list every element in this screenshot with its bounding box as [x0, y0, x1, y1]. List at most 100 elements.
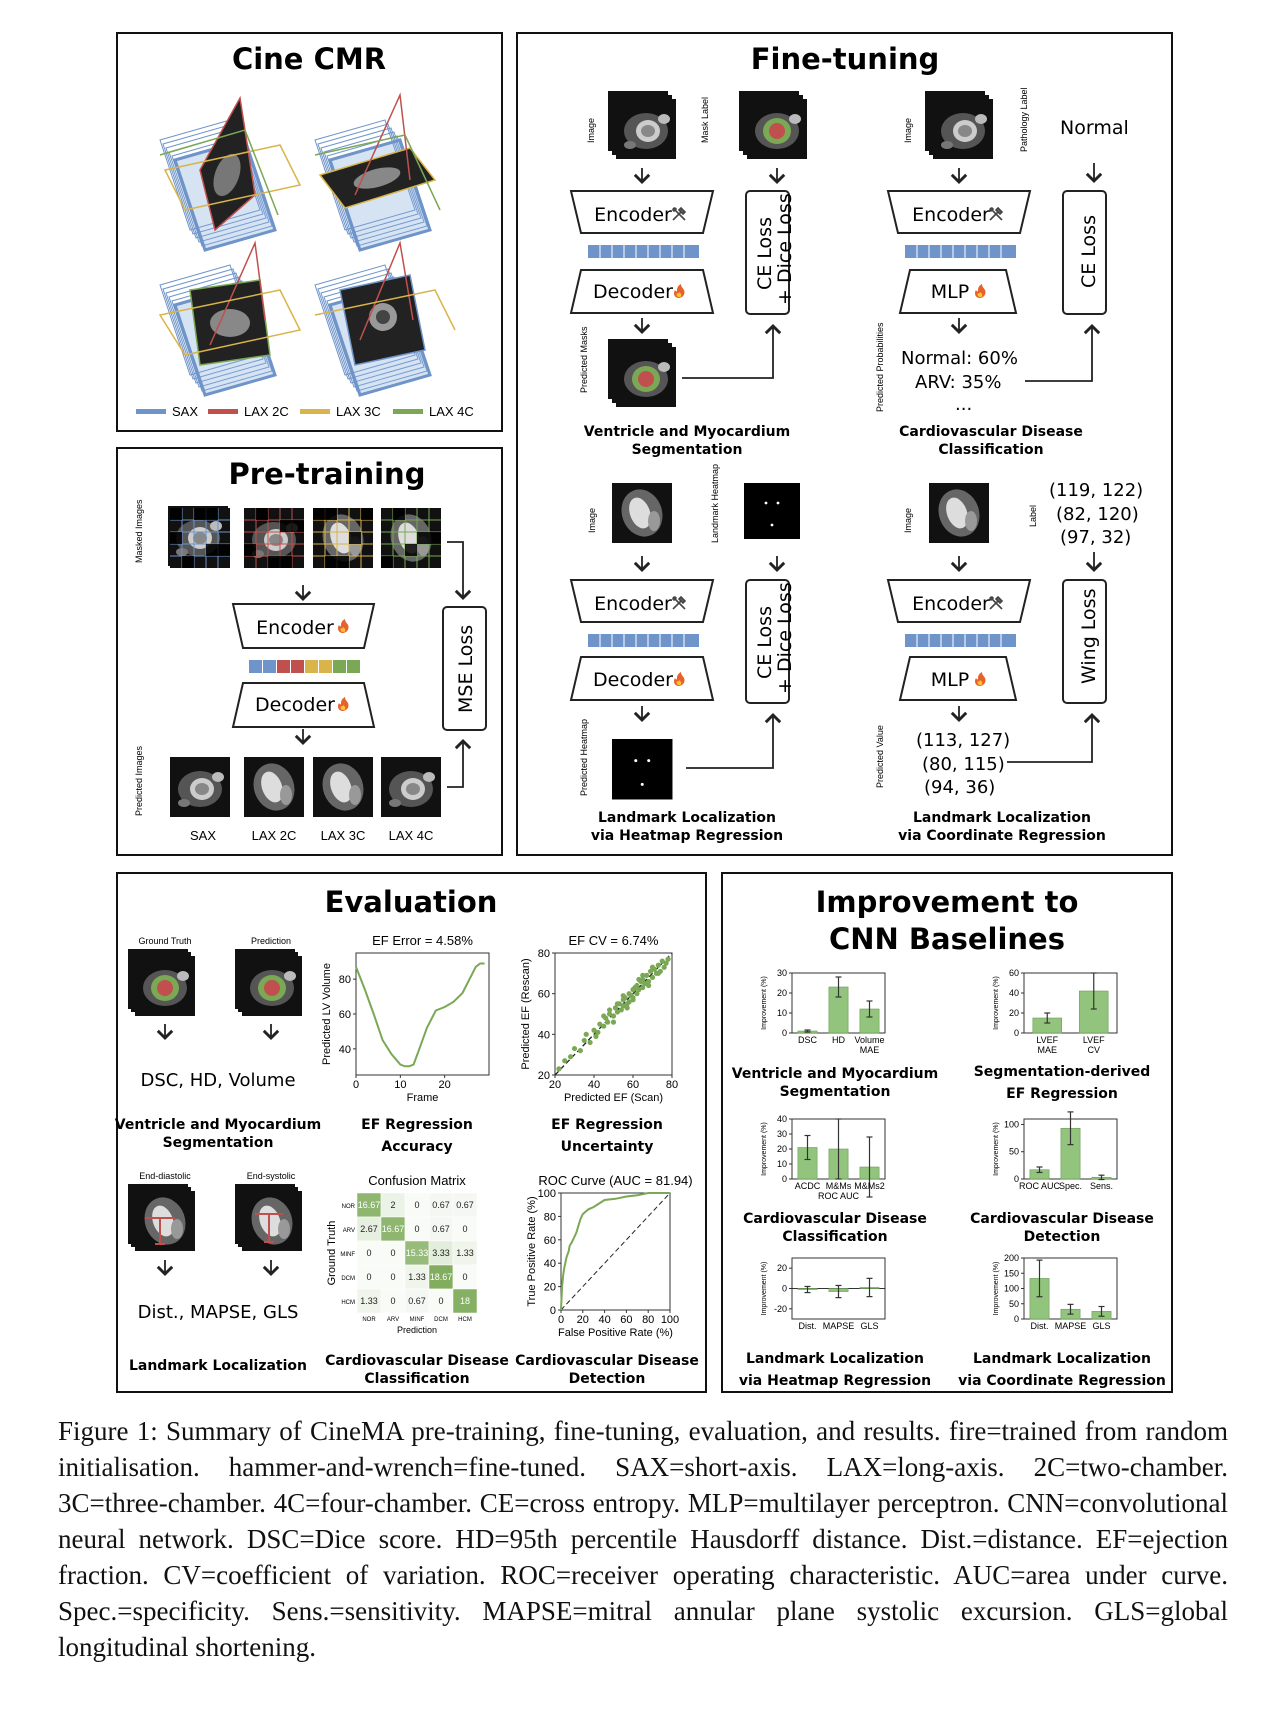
scatter-point: [640, 984, 646, 991]
y-tick-label: 100: [1004, 1284, 1019, 1294]
y-axis-label: Improvement (%): [761, 976, 768, 1030]
cm-cell: [404, 1216, 430, 1242]
y-tick-label: 50: [1009, 1147, 1019, 1157]
cm-cell: [380, 1216, 406, 1242]
cm-cell: [428, 1288, 454, 1314]
cm-value: 18: [460, 1296, 470, 1306]
cm-col-label: MINF: [410, 1317, 425, 1323]
ft-segmentation: Image Mask Label Encoder Decoder CE Loss…: [569, 91, 807, 458]
ef-line: [355, 962, 485, 1068]
x-tick-label: 20: [439, 1079, 451, 1091]
improvement-panel: Improvement to CNN Baselines 0102030Impr…: [721, 872, 1173, 1393]
x-tick-label: 20: [549, 1079, 561, 1091]
x-tick-label: LVEF: [1083, 1035, 1105, 1045]
scatter-point: [571, 1045, 578, 1052]
landmark-metrics: Dist., MAPSE, GLS: [138, 1302, 299, 1323]
cm-value: 0: [390, 1272, 395, 1282]
es-label: End-systolic: [247, 1171, 296, 1181]
cm-value: 3.33: [432, 1248, 450, 1258]
cm-cell: [452, 1288, 478, 1314]
image-label: Image: [586, 118, 596, 143]
masked-images: [168, 506, 441, 568]
x-tick-label: M&Ms: [826, 1181, 852, 1191]
x-tick-label: 80: [642, 1314, 654, 1326]
x-tick-label: MAE: [860, 1045, 880, 1055]
pretrain-decoder-label: Decoder: [255, 694, 335, 716]
seg-caption: Segmentation: [632, 442, 743, 458]
predicted-images: [170, 757, 441, 817]
x-tick-label: 60: [627, 1079, 639, 1091]
image-label: Image: [903, 508, 913, 533]
improvement-title: CNN Baselines: [829, 922, 1065, 956]
cm-cell: [356, 1240, 382, 1266]
cm-value: 0: [390, 1296, 395, 1306]
impr-caption: via Heatmap Regression: [739, 1373, 931, 1389]
y-axis-label: Predicted EF (Rescan): [520, 958, 532, 1069]
cm-value: 0: [414, 1200, 419, 1210]
token-row: [249, 660, 360, 673]
scatter-point: [568, 1054, 574, 1060]
cm-col-label: HCM: [458, 1317, 472, 1323]
cv-caption: EF Regression: [551, 1117, 663, 1133]
x-tick-label: DSC: [798, 1035, 818, 1045]
ef-caption: Accuracy: [381, 1139, 452, 1155]
scatter-point: [614, 1009, 621, 1015]
impr-caption: Segmentation: [780, 1084, 891, 1100]
chart-title: EF CV = 6.74%: [569, 933, 659, 948]
coord-pred-value: (94, 36): [924, 777, 995, 798]
y-tick-label: 40: [538, 1029, 550, 1041]
view-label: LAX 2C: [252, 828, 297, 843]
x-tick-label: ACDC: [795, 1181, 821, 1191]
y-axis-label: Improvement (%): [993, 1122, 1000, 1176]
cls-caption: Classification: [938, 442, 1043, 458]
coord-caption: Landmark Localization: [913, 810, 1091, 826]
scatter-point: [610, 1013, 617, 1019]
x-tick-label: Dist.: [1031, 1321, 1049, 1331]
seg-caption: Ventricle and Myocardium: [584, 424, 790, 440]
scatter-point: [591, 1027, 597, 1033]
cm-row-label: HCM: [341, 1300, 355, 1306]
x-tick-label: Volume: [854, 1035, 884, 1045]
scatter-point: [655, 962, 661, 968]
ed-label: End-diastolic: [139, 1171, 191, 1181]
pathology-label-value: Normal: [1060, 117, 1129, 139]
cm-cell: [380, 1192, 406, 1218]
cm-cell: [404, 1264, 430, 1290]
token-row: [588, 634, 699, 647]
cm-value: 1.33: [360, 1296, 378, 1306]
cm-value: 0: [414, 1224, 419, 1234]
y-tick-label: 60: [538, 989, 550, 1001]
y-tick-label: 0: [1014, 1314, 1019, 1324]
mse-loss-label: MSE Loss: [455, 625, 477, 713]
pretrain-encoder-label: Encoder: [256, 617, 334, 639]
scatter-point: [644, 972, 650, 978]
cm-cell: [380, 1240, 406, 1266]
prob-line: ARV: 35%: [915, 372, 1001, 393]
pretraining-panel: Pre-training Masked Images: [116, 447, 503, 856]
y-tick-label: 10: [777, 1159, 787, 1169]
y-tick-label: 0: [782, 1174, 787, 1184]
x-tick-label: 100: [661, 1314, 679, 1326]
x-axis-label: False Positive Rate (%): [558, 1327, 673, 1339]
impr-caption: Segmentation-derived: [974, 1064, 1151, 1080]
scatter-point: [626, 999, 632, 1005]
x-tick-label: Sens.: [1090, 1181, 1113, 1191]
y-axis-label: Improvement (%): [993, 1262, 1000, 1316]
scatter-point: [607, 1007, 613, 1013]
scatter-point: [663, 960, 669, 966]
cm-cell: [452, 1192, 478, 1218]
y-tick-label: 100: [1004, 1119, 1019, 1129]
x-axis-label: ROC AUC: [818, 1191, 860, 1201]
eval-seg-caption: Segmentation: [163, 1135, 274, 1151]
roc-line: [560, 1192, 670, 1311]
y-tick-label: 60: [1009, 968, 1019, 978]
y-tick-label: 20: [544, 1282, 556, 1294]
y-tick-label: 40: [777, 1114, 787, 1124]
impr-caption: Cardiovascular Disease: [970, 1211, 1154, 1227]
x-tick-label: 0: [558, 1314, 564, 1326]
x-tick-label: ROC AUC: [1019, 1181, 1061, 1191]
coord-pred-value: (80, 115): [922, 754, 1005, 775]
scatter-point: [646, 978, 652, 985]
